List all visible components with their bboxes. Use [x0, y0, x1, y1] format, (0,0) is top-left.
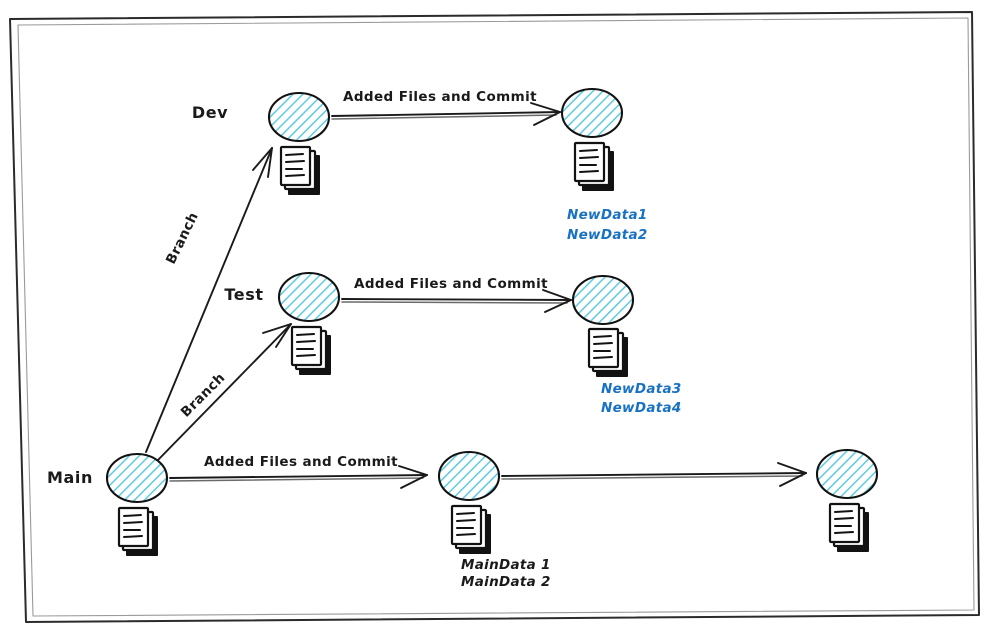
document-stack-icon [290, 325, 331, 375]
main-branch-label: Main [47, 468, 93, 487]
test-file-label: NewData4 [601, 400, 682, 416]
diagram-frame [9, 11, 980, 623]
edge-main-to-dev [145, 147, 273, 453]
main-commit-edge-label: Added Files and Commit [204, 454, 398, 470]
document-stack-icon [587, 327, 628, 377]
edge-main-head [501, 462, 807, 487]
test-branch-label: Test [224, 285, 263, 304]
main-commit-node[interactable] [437, 450, 501, 502]
main-file-label: MainData 2 [461, 574, 551, 590]
dev-branch-label: Dev [192, 103, 228, 122]
test-file-label: NewData3 [601, 381, 682, 397]
test-branch-node[interactable] [277, 271, 341, 323]
document-stack-icon [828, 502, 869, 552]
edge-dev-commit [331, 102, 561, 126]
main-file-label: MainData 1 [461, 557, 551, 573]
dev-file-label: NewData2 [567, 227, 648, 243]
edge-test-commit [341, 289, 572, 313]
main-head-node[interactable] [815, 448, 879, 500]
main-branch-node[interactable] [105, 452, 169, 504]
test-commit-node[interactable] [571, 274, 635, 326]
dev-file-label: NewData1 [567, 207, 648, 223]
dev-commit-edge-label: Added Files and Commit [343, 89, 537, 105]
edge-main-to-test [157, 323, 292, 461]
dev-branch-node[interactable] [267, 91, 331, 143]
dev-branch-edge-label: Branch [163, 210, 202, 267]
document-stack-icon [573, 141, 614, 191]
document-stack-icon [450, 504, 491, 554]
edge-main-commit [169, 465, 428, 489]
test-commit-edge-label: Added Files and Commit [354, 276, 548, 292]
document-stack-icon [279, 145, 320, 195]
node-group [105, 87, 879, 504]
document-stack-icon [117, 506, 158, 556]
dev-commit-node[interactable] [560, 87, 624, 139]
